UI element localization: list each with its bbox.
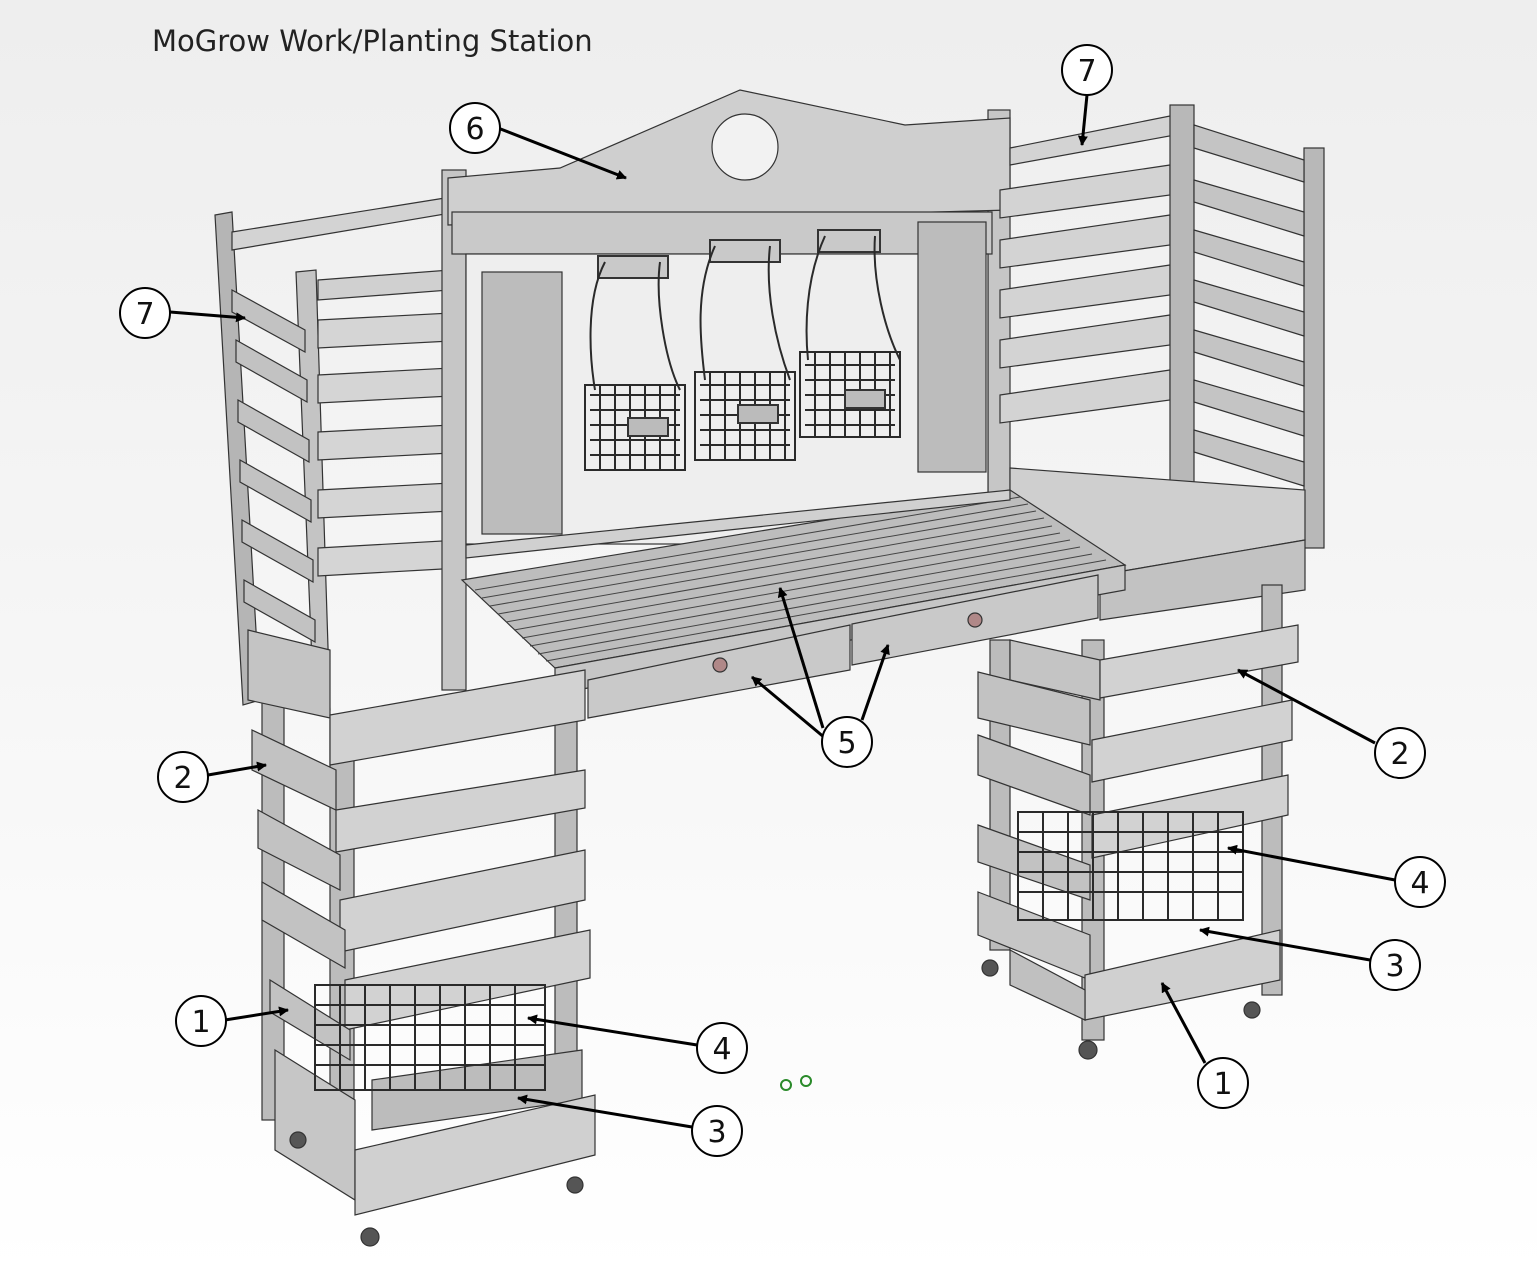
svg-text:1: 1 [1213, 1067, 1232, 1102]
svg-text:1: 1 [191, 1005, 210, 1040]
origin-markers [780, 1075, 812, 1091]
leader-5b [751, 675, 826, 740]
left-wire-basket [314, 984, 546, 1091]
callouts [169, 94, 1396, 1129]
svg-text:3: 3 [707, 1115, 726, 1150]
callout-circles: 7 6 7 2 5 2 4 3 [119, 44, 1446, 1157]
diagram-title: MoGrow Work/Planting Station [152, 24, 593, 58]
callout-5: 5 [821, 716, 873, 768]
right-wire-basket [1017, 811, 1244, 921]
right-casters [981, 959, 1261, 1060]
leader-2-right [1237, 668, 1376, 745]
leader-2-left [207, 761, 267, 777]
callout-7-right: 7 [1061, 44, 1113, 96]
callout-6: 6 [449, 102, 501, 154]
right-crate-stack [977, 584, 1299, 1060]
hanging-basket-1 [584, 255, 686, 471]
left-casters [289, 1131, 584, 1247]
left-crate-stack [247, 629, 596, 1247]
station-structure [214, 89, 1325, 1247]
leader-1-right [1160, 982, 1207, 1064]
svg-text:3: 3 [1385, 949, 1404, 984]
leader-7-right [1077, 94, 1089, 146]
callout-3-right: 3 [1369, 939, 1421, 991]
callout-2-left: 2 [157, 751, 209, 803]
svg-text:7: 7 [135, 297, 154, 332]
callout-7-left: 7 [119, 287, 171, 339]
leader-5a [777, 587, 825, 729]
svg-text:4: 4 [1410, 866, 1429, 901]
leader-7-left [169, 310, 246, 323]
leader-5c [860, 644, 890, 721]
leader-4-right [1227, 844, 1396, 882]
work-surface [460, 467, 1306, 719]
leader-1-left [224, 1006, 289, 1022]
hanging-basket-3 [799, 229, 901, 438]
leader-3-right [1199, 926, 1371, 962]
callout-4-left: 4 [696, 1022, 748, 1074]
svg-text:4: 4 [712, 1032, 731, 1067]
svg-text:5: 5 [837, 726, 856, 761]
leader-6 [497, 126, 627, 180]
callout-1-left: 1 [175, 995, 227, 1047]
svg-text:6: 6 [465, 112, 484, 147]
callout-1-right: 1 [1197, 1057, 1249, 1109]
svg-text:7: 7 [1077, 54, 1096, 89]
leader-3-left [517, 1094, 693, 1129]
callout-3-left: 3 [691, 1105, 743, 1157]
leader-4-left [527, 1014, 698, 1047]
callout-4-right: 4 [1394, 856, 1446, 908]
svg-text:2: 2 [1390, 737, 1409, 772]
right-trellis [999, 104, 1325, 549]
left-trellis [214, 197, 471, 713]
hanging-basket-2 [694, 239, 796, 461]
hanging-baskets [584, 229, 901, 471]
callout-2-right: 2 [1374, 727, 1426, 779]
svg-text:2: 2 [173, 761, 192, 796]
